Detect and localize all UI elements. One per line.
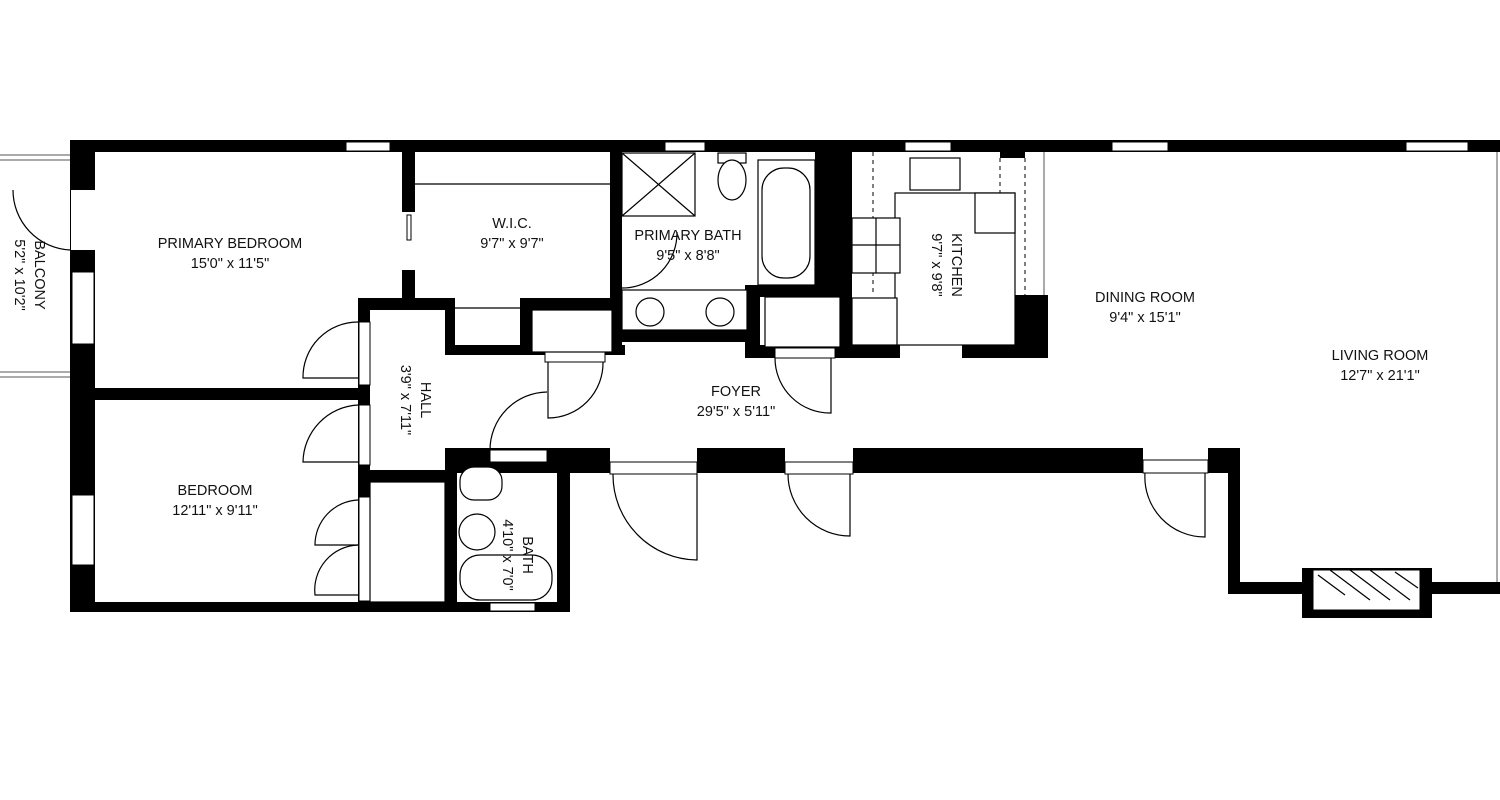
room-dimensions: 5'2" x 10'2" <box>11 239 27 310</box>
room-name: KITCHEN <box>948 233 964 297</box>
room-dimensions: 9'7" x 9'7" <box>480 236 543 252</box>
room-dimensions: 9'4" x 15'1" <box>1109 310 1180 326</box>
room-dimensions: 9'7" x 9'8" <box>928 233 944 296</box>
sink-icon <box>705 297 735 327</box>
room-name: DINING ROOM <box>1095 290 1195 306</box>
room-name: LIVING ROOM <box>1332 348 1429 364</box>
room-dimensions: 29'5" x 5'11" <box>697 404 775 420</box>
fixtures <box>369 152 1419 603</box>
room-bath: BATH 4'10" x 7'0" <box>499 519 535 590</box>
room-dimensions: 12'11" x 9'11" <box>172 503 257 519</box>
toilet-icon <box>459 466 503 501</box>
sink-icon <box>458 513 496 551</box>
bathtub-icon <box>761 167 811 279</box>
kitchen-sink-icon <box>909 157 961 191</box>
room-dimensions: 9'5" x 8'8" <box>656 248 719 264</box>
room-name: HALL <box>417 382 433 418</box>
room-name: BATH <box>519 536 535 574</box>
bathtub-icon <box>459 554 553 601</box>
room-dimensions: 12'7" x 21'1" <box>1340 368 1420 384</box>
room-labels: BALCONY 5'2" x 10'2" PRIMARY BEDROOM 15'… <box>11 216 1428 591</box>
balcony-outline <box>0 154 70 378</box>
room-hall: HALL 3'9" x 7'11" <box>397 365 433 435</box>
room-dimensions: 3'9" x 7'11" <box>397 365 413 435</box>
room-name: FOYER <box>711 384 761 400</box>
room-name: BALCONY <box>31 240 47 310</box>
room-name: W.I.C. <box>492 216 531 232</box>
room-kitchen: KITCHEN 9'7" x 9'8" <box>928 233 964 297</box>
room-dimensions: 15'0" x 11'5" <box>191 256 269 272</box>
room-name: PRIMARY BEDROOM <box>158 236 303 252</box>
sink-icon <box>635 297 665 327</box>
room-name: BEDROOM <box>178 483 253 499</box>
room-balcony: BALCONY 5'2" x 10'2" <box>11 239 47 310</box>
room-dimensions: 4'10" x 7'0" <box>499 519 515 590</box>
room-name: PRIMARY BATH <box>634 228 741 244</box>
doors <box>12 189 1209 602</box>
